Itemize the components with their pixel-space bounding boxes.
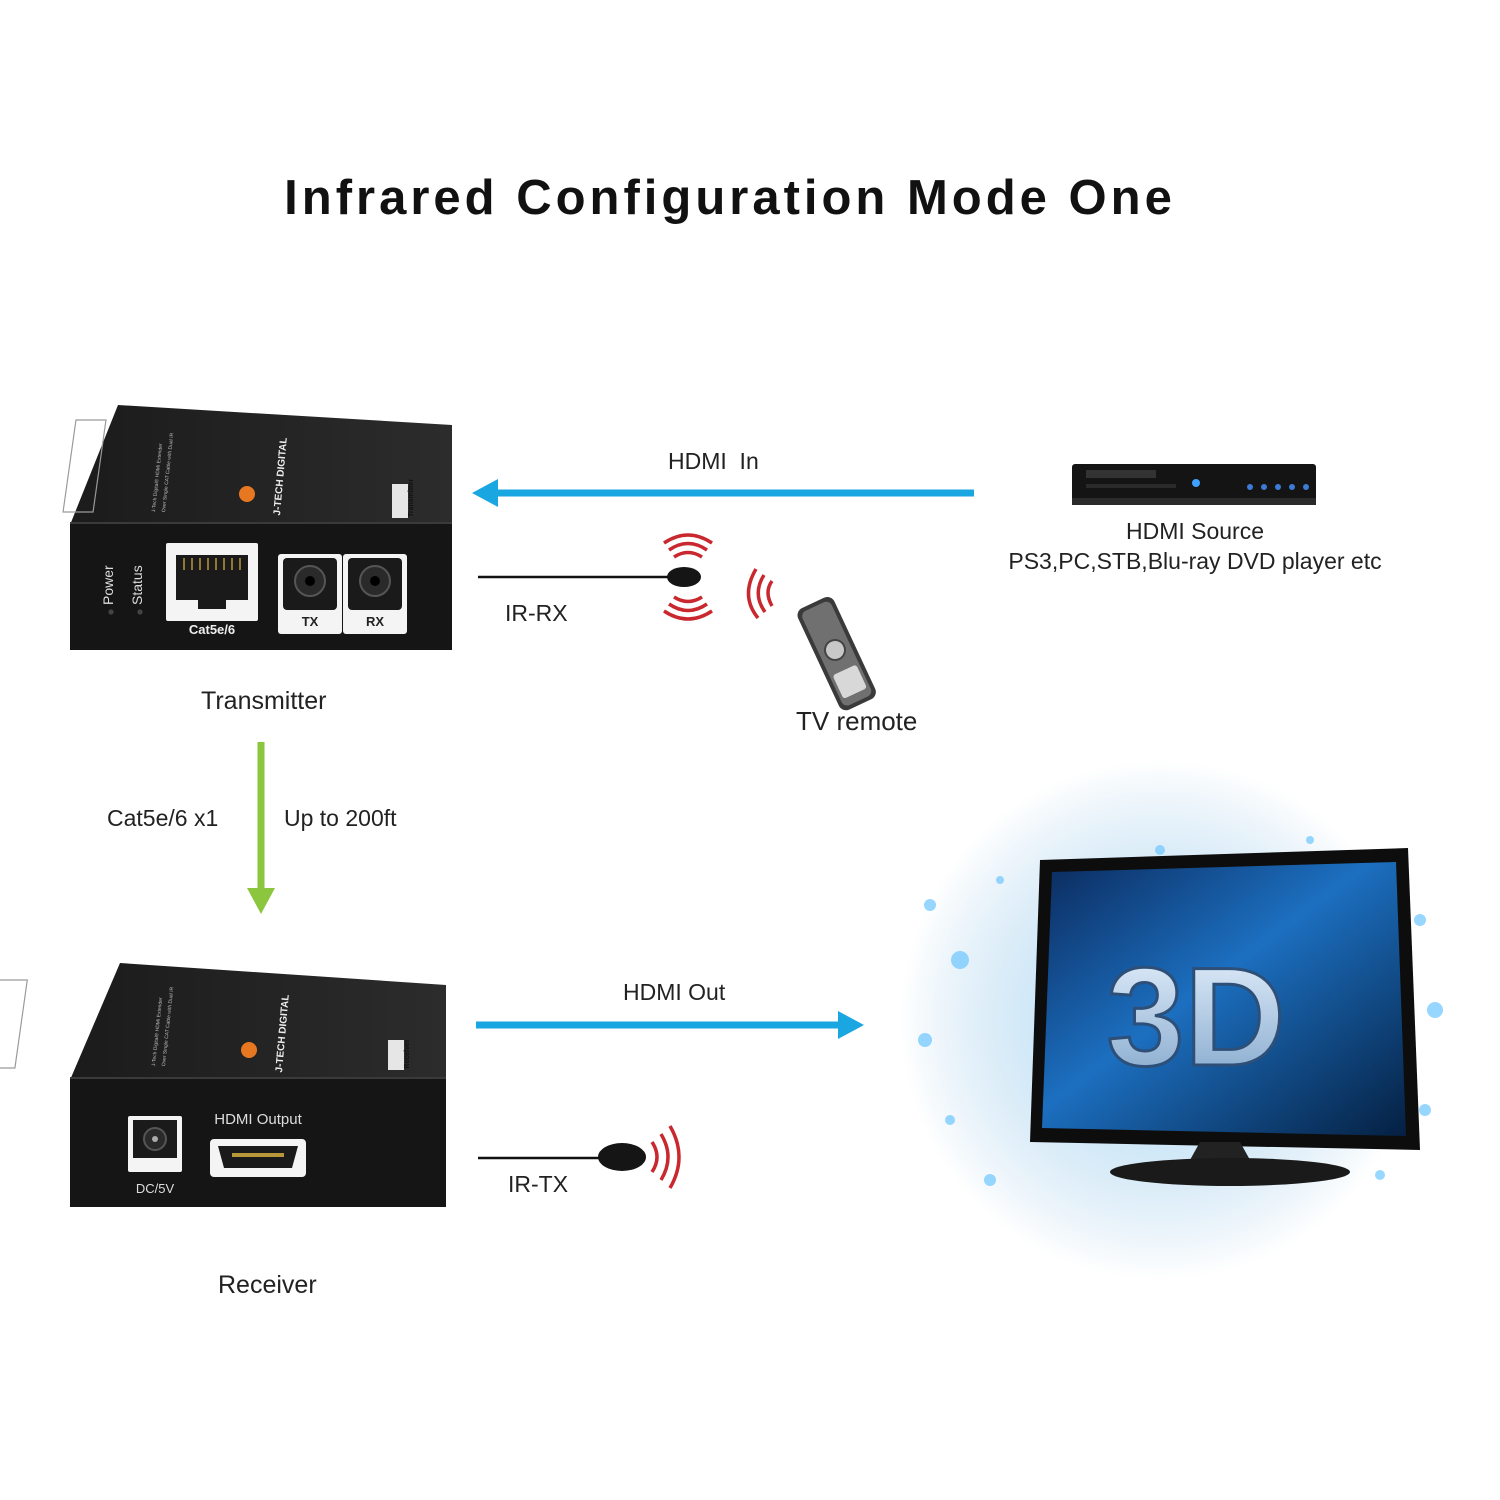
ir-emitter-icon [478, 1125, 681, 1189]
transmitter-label: Transmitter [201, 687, 327, 715]
ir-receiver-icon [478, 533, 713, 621]
page-title: Infrared Configuration Mode One [284, 171, 1176, 225]
cat-cable-arrow [247, 742, 275, 914]
cable-length-label: Up to 200ft [284, 805, 397, 831]
power-indicator-label: Power [100, 565, 116, 605]
transmitter-side-tag: Transmitter [408, 478, 415, 517]
power-led-icon [108, 609, 114, 615]
tx-jack-label: TX [301, 614, 319, 629]
cat-port-label: Cat5e/6 [188, 622, 236, 637]
tv-screen-text: 3D [1107, 938, 1286, 1095]
brand-logo-icon [241, 1042, 257, 1058]
bluray-player-icon [1072, 464, 1316, 505]
hdmi-in-arrow [472, 479, 974, 507]
hdmi-in-label: HDMI In [668, 448, 759, 474]
ir-rx-label: IR-RX [505, 600, 568, 626]
tv-remote-label: TV remote [796, 706, 918, 736]
source-sublabel: PS3,PC,STB,Blu-ray DVD player etc [1008, 548, 1382, 574]
rx-jack-label: RX [365, 614, 385, 629]
brand-logo-icon [239, 486, 255, 502]
cable-type-label: Cat5e/6 x1 [107, 805, 219, 831]
transmitter-device [62, 405, 452, 650]
ir-tx-label: IR-TX [508, 1171, 569, 1197]
status-indicator-label: Status [129, 565, 145, 605]
source-label: HDMI Source [1125, 518, 1265, 544]
receiver-device [0, 963, 446, 1207]
dc-power-label: DC/5V [135, 1181, 175, 1196]
receiver-label: Receiver [218, 1271, 317, 1299]
tv-display-icon: 3D [900, 760, 1443, 1280]
hdmi-out-label: HDMI Out [623, 979, 726, 1005]
receiver-side-tag: Receiver [404, 1039, 411, 1069]
status-led-icon [137, 609, 143, 615]
tv-remote-icon [746, 568, 876, 711]
hdmi-output-label: HDMI Output [214, 1111, 302, 1128]
hdmi-out-arrow [476, 1011, 864, 1039]
